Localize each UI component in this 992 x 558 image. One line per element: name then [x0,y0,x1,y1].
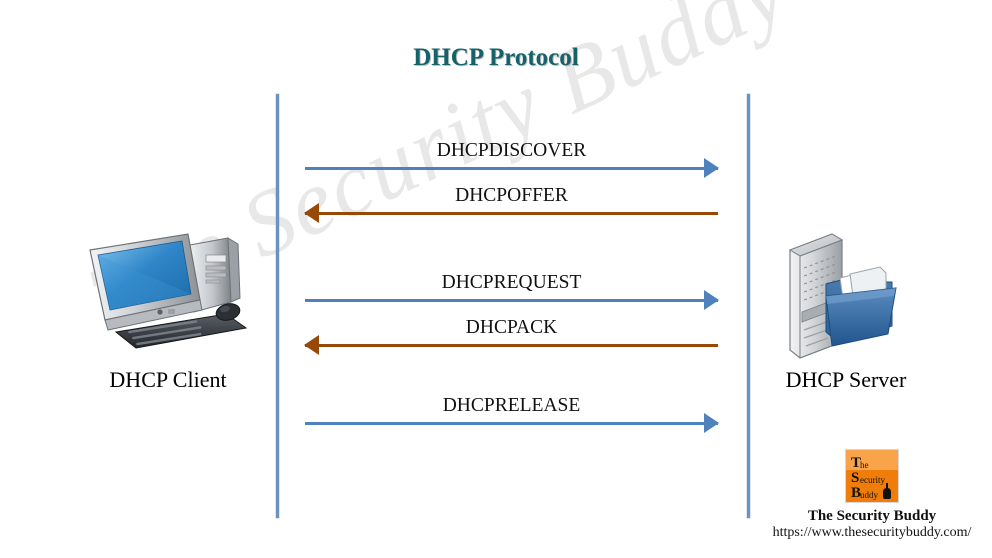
svg-text:ecurity: ecurity [860,475,885,485]
svg-text:he: he [860,460,869,470]
message-line [305,344,718,347]
lifeline-server [747,94,750,518]
the-security-buddy-logo-icon: T he S ecurity B uddy [845,449,899,503]
participant-label-server: DHCP Server [785,367,907,392]
message-label: DHCPOFFER [455,185,568,206]
message-dhcpack: DHCPACK [304,317,718,357]
message-label: DHCPREQUEST [441,272,582,293]
message-line [305,299,718,302]
message-dhcpoffer: DHCPOFFER [304,185,718,225]
svg-text:S: S [851,470,859,486]
participant-label-client: DHCP Client [109,367,227,392]
message-dhcpdiscover: DHCPDISCOVER [305,140,719,180]
arrowhead-right-icon [704,290,719,310]
message-label: DHCPRELEASE [442,395,581,416]
branding-block: T he S ecurity B uddy The Security Buddy… [752,449,992,541]
message-line [305,167,718,170]
message-line [305,212,718,215]
message-dhcprequest: DHCPREQUEST [305,272,719,312]
svg-text:uddy: uddy [860,490,879,500]
svg-text:B: B [851,485,861,501]
arrowhead-right-icon [704,413,719,433]
brand-url[interactable]: https://www.thesecuritybuddy.com/ [772,525,972,541]
brand-name: The Security Buddy [807,508,937,524]
desktop-computer-icon [78,228,264,360]
lifeline-client [276,94,279,518]
arrowhead-left-icon [304,203,319,223]
svg-text:T: T [851,455,861,471]
arrowhead-left-icon [304,335,319,355]
message-label: DHCPACK [465,317,558,338]
message-dhcprelease: DHCPRELEASE [305,395,719,435]
message-label: DHCPDISCOVER [436,140,587,161]
server-tower-icon [770,226,910,366]
message-line [305,422,718,425]
arrowhead-right-icon [704,158,719,178]
diagram-title: DHCP Protocol [413,44,579,71]
